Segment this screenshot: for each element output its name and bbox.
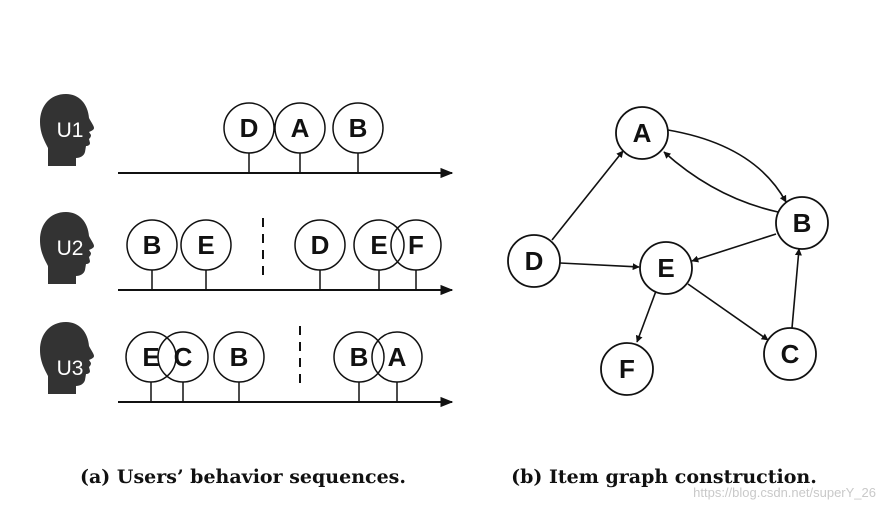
watermark: https://blog.csdn.net/superY_26 <box>693 485 876 500</box>
item-label: E <box>197 230 214 260</box>
node-label: D <box>525 246 544 276</box>
node-label: C <box>781 339 800 369</box>
item-label: C <box>174 342 193 372</box>
item-label: B <box>349 113 368 143</box>
item-label: D <box>311 230 330 260</box>
graph-node-e: E <box>639 241 693 295</box>
edge-d-e <box>559 262 640 271</box>
sequence-item: D <box>294 219 346 290</box>
sequence-item: E <box>125 331 177 402</box>
node-label: B <box>793 208 812 238</box>
node-label: F <box>619 354 635 384</box>
item-label: E <box>370 230 387 260</box>
user-row-u1: U1 D A B <box>40 94 454 179</box>
item-label: B <box>143 230 162 260</box>
item-label: A <box>388 342 407 372</box>
item-label: A <box>291 113 310 143</box>
sequence-item: A <box>371 331 423 402</box>
graph-node-d: D <box>507 234 561 288</box>
item-label: D <box>240 113 259 143</box>
item-label: B <box>230 342 249 372</box>
edge-b-a <box>663 151 779 213</box>
caption-right: (b) Item graph construction. <box>511 466 817 488</box>
user-label: U3 <box>57 357 84 380</box>
item-label: E <box>142 342 159 372</box>
graph-node-b: B <box>775 196 829 250</box>
sequence-item: E <box>353 219 405 290</box>
edge-b-e <box>691 233 777 263</box>
graph-node-f: F <box>600 342 654 396</box>
sequence-item: C <box>157 331 209 402</box>
edge-e-c <box>687 283 769 341</box>
edge-d-a <box>551 150 624 241</box>
user-row-u3: U3 E C B B <box>40 322 454 408</box>
user-row-u2: U2 B E D E <box>40 212 454 296</box>
user-label: U1 <box>57 119 84 142</box>
sequence-item: E <box>180 219 232 290</box>
user-label: U2 <box>57 237 84 260</box>
edge-a-b <box>667 129 787 203</box>
node-label: A <box>633 118 652 148</box>
sequence-item: F <box>390 219 442 290</box>
node-label: E <box>657 253 674 283</box>
edge-c-b <box>791 248 802 329</box>
sequence-item: B <box>332 102 384 173</box>
graph-node-c: C <box>763 327 817 381</box>
sequence-item: A <box>274 102 326 173</box>
item-label: F <box>408 230 424 260</box>
item-label: B <box>350 342 369 372</box>
sequence-item: D <box>223 102 275 173</box>
sequence-item: B <box>213 331 265 402</box>
sequence-item: B <box>126 219 178 290</box>
caption-left: (a) Users’ behavior sequences. <box>80 466 406 488</box>
graph-panel: A B C D E F <box>507 106 829 396</box>
edge-e-f <box>635 290 657 343</box>
graph-node-a: A <box>615 106 669 160</box>
sequence-item: B <box>333 331 385 402</box>
sequence-panel: U1 D A B U2 <box>40 94 454 408</box>
